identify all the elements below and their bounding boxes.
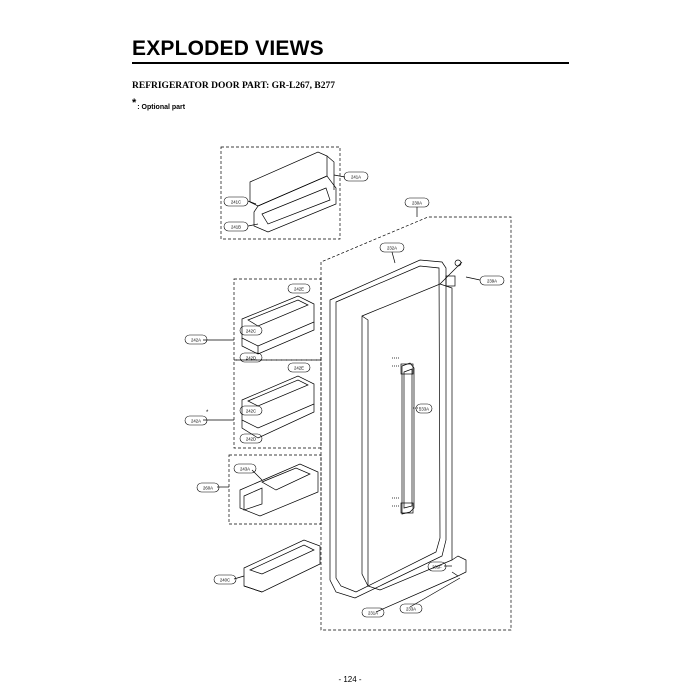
callout-242E-2-text: 242E — [294, 366, 304, 371]
callout-242C-2-text: 242C — [246, 409, 256, 414]
leader-241A — [333, 174, 346, 178]
callout-233A: 233A — [415, 403, 433, 414]
page-number: - 124 - — [338, 675, 362, 684]
basket1-box — [233, 278, 322, 361]
optional-part-note: *: Optional part — [132, 97, 186, 112]
bottom-hinge — [451, 555, 467, 577]
door-handle-grip — [403, 368, 413, 509]
basket2-box — [233, 359, 322, 449]
leader-239A — [465, 276, 481, 281]
callout-240C: 240C — [213, 574, 237, 585]
callout-242A-2: 242A * — [184, 410, 209, 426]
bottom-bin-rim — [249, 544, 315, 575]
door-basket-group-1 — [203, 278, 322, 361]
callout-241B: 241B — [223, 221, 249, 232]
basket2-bin — [241, 375, 315, 429]
callout-205F-text: 205F — [432, 565, 442, 570]
door-gasket-outer — [329, 259, 447, 599]
door-gasket-inner — [335, 265, 441, 593]
callout-242C-2: 242C — [239, 405, 263, 416]
callout-231A-text: 231A — [368, 611, 378, 616]
utility-bin-box — [228, 454, 322, 525]
door-hinge-top — [439, 261, 463, 285]
callout-241A-text: 241A — [351, 175, 361, 180]
callout-205F: 205F — [427, 561, 447, 572]
hinge-cover — [445, 275, 456, 287]
callout-242E-1-text: 242E — [294, 287, 304, 292]
optional-asterisk: * — [206, 410, 209, 416]
callout-231A: 231A — [361, 607, 385, 618]
bottom-bin-edge — [243, 585, 263, 593]
callout-242A-2-text: 242A — [191, 419, 201, 424]
page-title: EXPLODED VIEWS — [132, 37, 324, 60]
asterisk-marker: * — [132, 97, 137, 109]
utility-bin-cover — [261, 467, 311, 491]
utility-bin-group — [217, 454, 322, 525]
callout-233A-bottom: 233A — [399, 603, 423, 614]
leader-232A — [391, 251, 396, 264]
leader-241B — [247, 223, 259, 227]
door-handle — [401, 362, 415, 515]
dairy-bin-inner — [261, 187, 331, 225]
callout-242A-1: 242A — [184, 334, 208, 345]
callout-242A-1-text: 242A — [191, 338, 201, 343]
callout-242C-1-text: 242C — [246, 329, 256, 334]
handle-bracket-bottom — [400, 502, 414, 514]
door-panel — [361, 283, 453, 591]
basket1-rim — [247, 299, 309, 327]
callout-242C-1: 242C — [239, 325, 263, 336]
callout-239A-text: 239A — [487, 279, 497, 284]
callout-242E-2: 242E — [287, 362, 311, 373]
dairy-bin-edge — [326, 155, 335, 190]
callout-230A: 230A — [404, 197, 430, 208]
door-dashed-outline — [320, 216, 512, 631]
callout-241B-text: 241B — [231, 225, 241, 230]
basket2-rim — [247, 379, 309, 407]
dairy-bin-tray — [253, 175, 337, 233]
dairy-bin-group — [220, 146, 346, 240]
callout-242D-2-text: 242D — [246, 437, 256, 442]
callout-240C-text: 240C — [220, 578, 230, 583]
callout-239A: 239A — [479, 275, 505, 286]
callout-260A-text: 260A — [203, 486, 213, 491]
leader-241C — [247, 200, 257, 205]
callout-260A: 260A — [196, 482, 220, 493]
door-panel-edge — [361, 315, 369, 586]
hinge-cap — [454, 259, 462, 267]
note-text: : Optional part — [137, 104, 186, 111]
title-underline — [132, 62, 569, 64]
callout-242D-2: 242D — [239, 433, 263, 444]
callout-230A-text: 230A — [412, 201, 422, 206]
leader-231A — [375, 575, 459, 613]
callout-233A-text: 233A — [419, 407, 429, 412]
section-subtitle: REFRIGERATOR DOOR PART: GR-L267, B277 — [132, 81, 335, 91]
callout-242D-1-text: 242D — [246, 356, 256, 361]
callout-242D-1: 242D — [239, 352, 263, 363]
callout-241A: 241A — [343, 171, 369, 182]
bottom-bin-body — [243, 539, 321, 593]
callout-243A: 243A — [233, 463, 257, 474]
callout-241C: 241C — [223, 196, 249, 207]
utility-bin-body — [239, 463, 319, 517]
callout-233A-bottom-text: 233A — [406, 607, 416, 612]
door-assembly — [320, 207, 512, 631]
callout-243A-text: 243A — [240, 467, 250, 472]
basket2-shelf — [241, 404, 315, 439]
callout-241C-text: 241C — [231, 200, 241, 205]
handle-bracket-top — [400, 363, 414, 375]
callout-242E-1: 242E — [287, 283, 311, 294]
bottom-bin-group — [233, 539, 321, 593]
basket1-bin — [241, 295, 315, 347]
callout-bubbles: 241A 241C 241B 230A 232A 239A 242E 242C … — [184, 171, 505, 618]
door-basket-group-2 — [203, 359, 322, 449]
dairy-bin-lid — [249, 151, 328, 207]
leader-243A — [251, 469, 263, 481]
utility-bin-front — [243, 487, 263, 511]
dairy-bin-box — [220, 146, 341, 240]
callout-232A: 232A — [379, 242, 405, 253]
callout-232A-text: 232A — [387, 246, 397, 251]
leader-233A-bottom — [409, 577, 461, 608]
